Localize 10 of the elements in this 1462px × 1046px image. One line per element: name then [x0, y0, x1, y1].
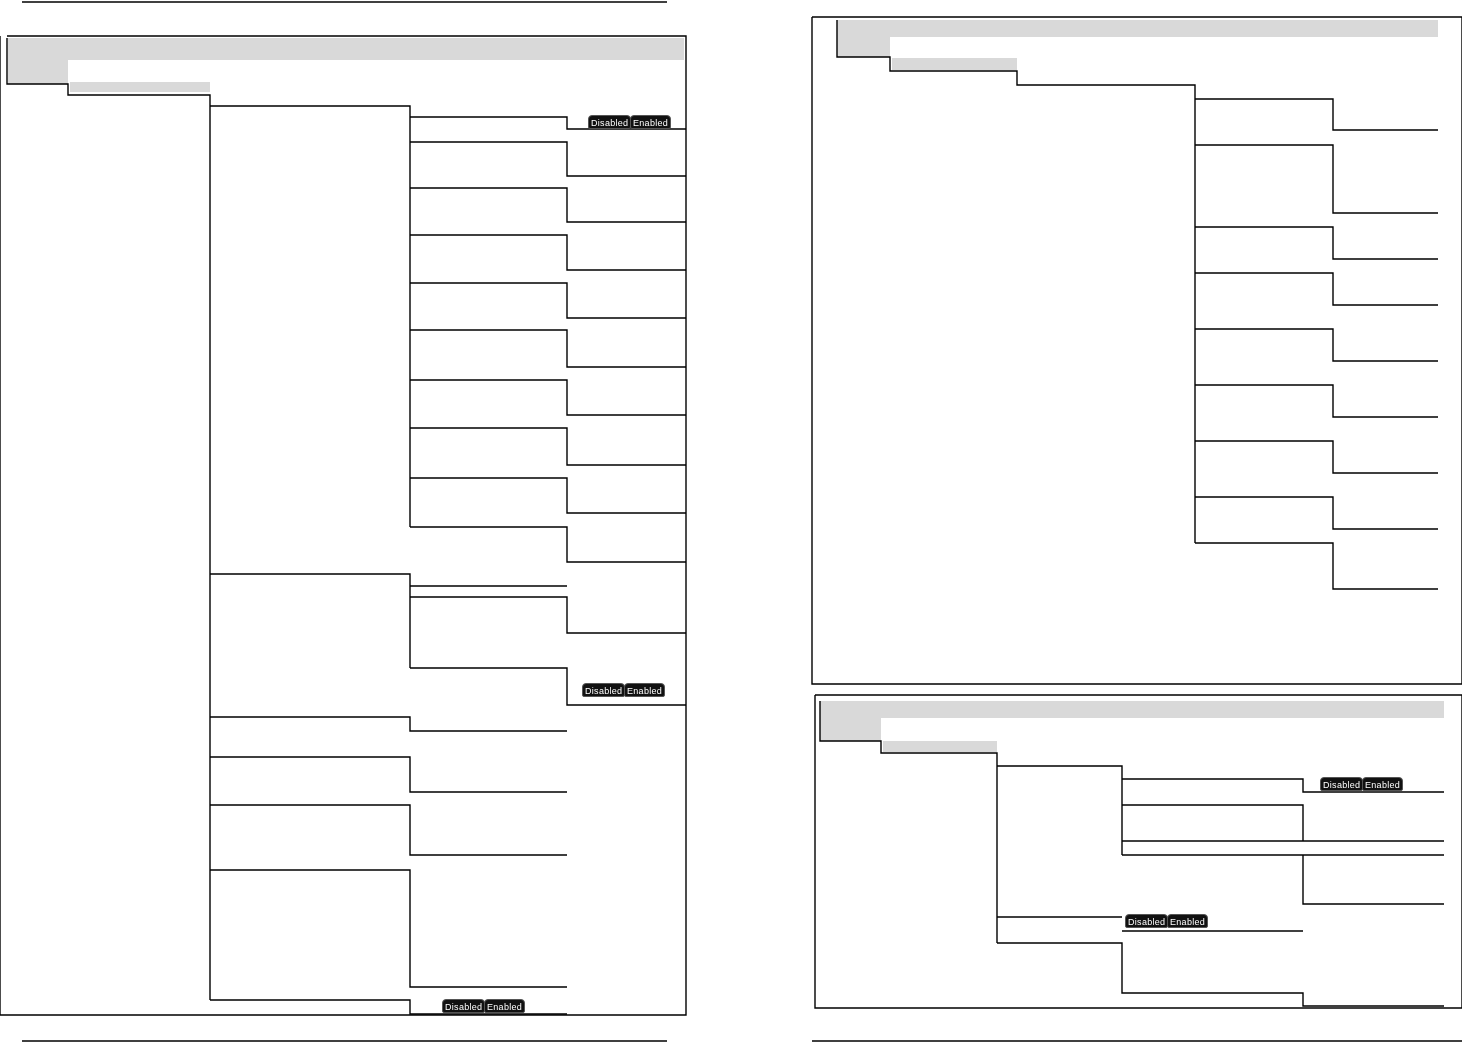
toggle-button: Disabled [1320, 777, 1364, 791]
toggle-button: Disabled [442, 999, 486, 1013]
toggle-button: Enabled [1167, 914, 1209, 928]
toggle-button: Disabled [588, 115, 632, 129]
toggle-button: Enabled [484, 999, 526, 1013]
toggle-button: Enabled [630, 115, 672, 129]
toggle-button: Disabled [582, 683, 626, 697]
toggle-button: Disabled [1125, 914, 1169, 928]
toggle-button: Enabled [1362, 777, 1404, 791]
toggle-button: Enabled [624, 683, 666, 697]
